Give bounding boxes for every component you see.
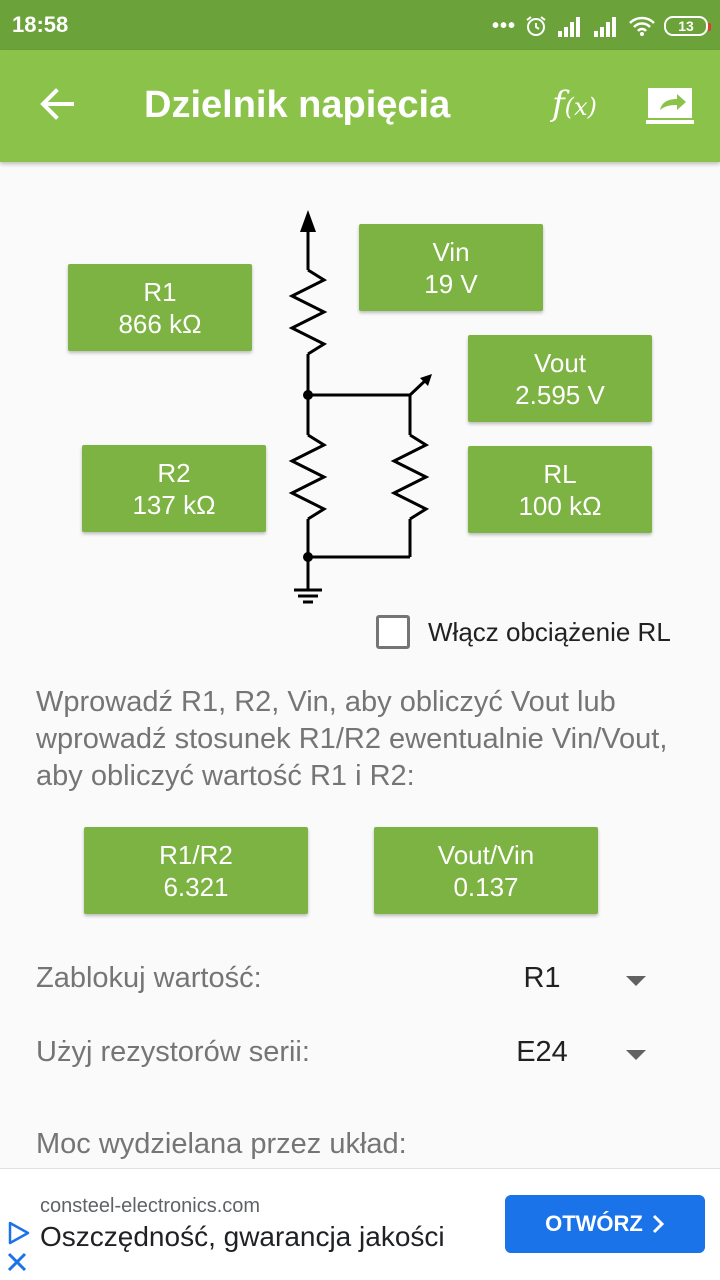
vin-label: Vin [432, 236, 470, 267]
vout-label: Vout [533, 347, 587, 378]
r2-value: 137 kΩ [132, 489, 216, 520]
battery-icon: 13 [664, 16, 711, 36]
vout-vin-ratio-box[interactable]: Vout/Vin 0.137 [374, 827, 598, 914]
lock-value-selected: R1 [523, 962, 561, 994]
function-icon-arg: (x) [564, 93, 597, 121]
vout-vin-label: Vout/Vin [437, 839, 535, 870]
function-icon-f: f [552, 84, 565, 124]
r1-box[interactable]: R1 866 kΩ [68, 264, 252, 351]
r1-r2-ratio-box[interactable]: R1/R2 6.321 [84, 827, 308, 914]
r2-label: R2 [157, 457, 191, 488]
vin-value: 19 V [424, 268, 478, 299]
load-checkbox[interactable] [376, 615, 410, 649]
r1-value: 866 kΩ [118, 308, 202, 339]
ad-domain: consteel-electronics.com [40, 1195, 261, 1217]
lock-value-dropdown[interactable]: R1 [492, 962, 662, 1006]
ad-open-button[interactable]: OTWÓRZ [505, 1195, 705, 1253]
vin-box[interactable]: Vin 19 V [359, 224, 543, 311]
r1-r2-label: R1/R2 [159, 839, 233, 870]
series-selected: E24 [516, 1036, 568, 1068]
load-checkbox-row[interactable]: Włącz obciążenie RL [376, 614, 671, 650]
rl-box[interactable]: RL 100 kΩ [468, 446, 652, 533]
series-dropdown[interactable]: E24 [492, 1036, 662, 1080]
alarm-icon [526, 16, 546, 36]
signal-icon-2 [594, 17, 616, 37]
function-icon[interactable]: f(x) [552, 84, 597, 124]
signal-icon [558, 17, 580, 37]
load-checkbox-label: Włącz obciążenie RL [428, 616, 671, 647]
wifi-icon [629, 16, 655, 36]
lock-value-label: Zablokuj wartość: [36, 962, 262, 994]
ad-choices-icon[interactable] [6, 1221, 30, 1245]
series-label: Użyj rezystorów serii: [36, 1036, 310, 1068]
chevron-right-icon [652, 1214, 664, 1234]
ad-banner[interactable]: consteel-electronics.com Oszczędność, gw… [0, 1168, 720, 1280]
dropdown-arrow-icon [626, 1050, 646, 1060]
rl-value: 100 kΩ [518, 490, 602, 521]
info-text: Wprowadź R1, R2, Vin, aby obliczyć Vout … [36, 686, 668, 792]
dropdown-arrow-icon [626, 976, 646, 986]
vout-box[interactable]: Vout 2.595 V [468, 335, 652, 422]
app-bar: Dzielnik napięcia f(x) [0, 50, 720, 162]
r2-box[interactable]: R2 137 kΩ [82, 445, 266, 532]
page-title: Dzielnik napięcia [144, 84, 451, 126]
close-icon[interactable] [6, 1251, 28, 1273]
ad-open-label: OTWÓRZ [545, 1211, 643, 1236]
status-bar: 18:58 ••• 13 [0, 0, 720, 50]
vout-vin-value: 0.137 [453, 871, 519, 902]
status-icons: ••• 13 [491, 12, 711, 40]
r1-r2-value: 6.321 [163, 871, 229, 902]
power-label: Moc wydzielana przez układ: [36, 1128, 407, 1160]
ad-headline[interactable]: Oszczędność, gwarancja jakości [40, 1221, 445, 1252]
r1-label: R1 [143, 276, 177, 307]
vout-value: 2.595 V [515, 379, 605, 410]
voltage-divider-schematic [288, 210, 432, 604]
more-dots-icon: ••• [491, 14, 516, 37]
status-time: 18:58 [12, 12, 69, 37]
rl-label: RL [543, 458, 577, 489]
back-arrow-icon[interactable] [32, 80, 80, 128]
share-icon[interactable] [646, 86, 694, 126]
